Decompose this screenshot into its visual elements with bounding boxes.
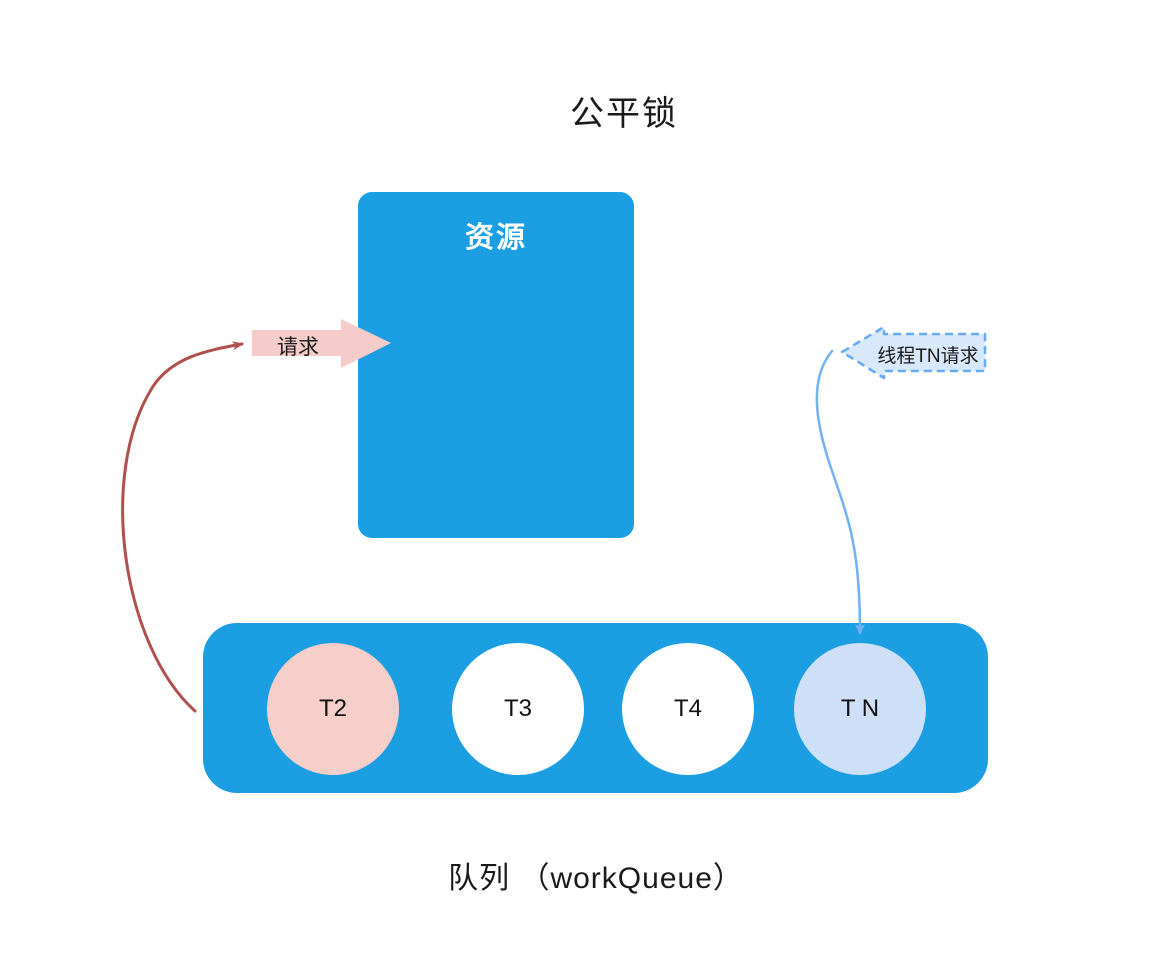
- thread-label: T4: [673, 695, 702, 722]
- tn-request-arrow-label: 线程TN请求: [877, 346, 979, 367]
- thread-circle-tn: T N: [794, 643, 926, 775]
- resource-label: 资源: [464, 222, 527, 254]
- thread-label: T2: [318, 695, 347, 722]
- thread-circle-t3: T3: [452, 643, 584, 775]
- request-arrow-label: 请求: [277, 336, 319, 359]
- thread-label: T N: [840, 695, 880, 722]
- resource-box: 资源: [358, 192, 634, 538]
- queue-caption: 队列 （workQueue）: [448, 862, 744, 895]
- thread-circle-t2: T2: [267, 643, 399, 775]
- thread-label: T3: [503, 695, 532, 722]
- enqueue-flow-arrow: [815, 349, 865, 635]
- diagram-title: 公平锁: [570, 95, 678, 133]
- thread-circle-t4: T4: [622, 643, 754, 775]
